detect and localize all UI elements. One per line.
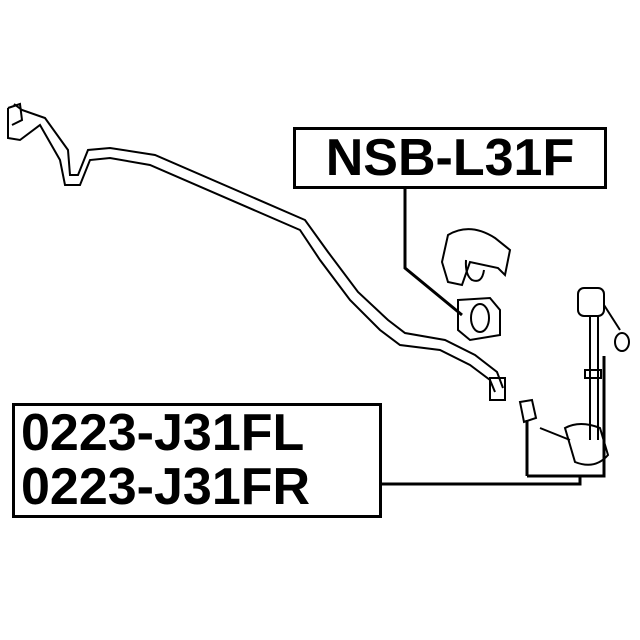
part-label-link-right: 0223-J31FR [21, 458, 311, 516]
part-label-link-left: 0223-J31FL [21, 404, 305, 462]
part-label-bushing: NSB-L31F [293, 127, 607, 189]
stabilizer-link [518, 287, 630, 466]
stabilizer-bar [7, 102, 506, 401]
part-label-links: 0223-J31FL 0223-J31FR [12, 403, 382, 518]
leader-lines [382, 189, 606, 486]
bushing-bracket [440, 228, 512, 287]
bushing [457, 296, 501, 342]
